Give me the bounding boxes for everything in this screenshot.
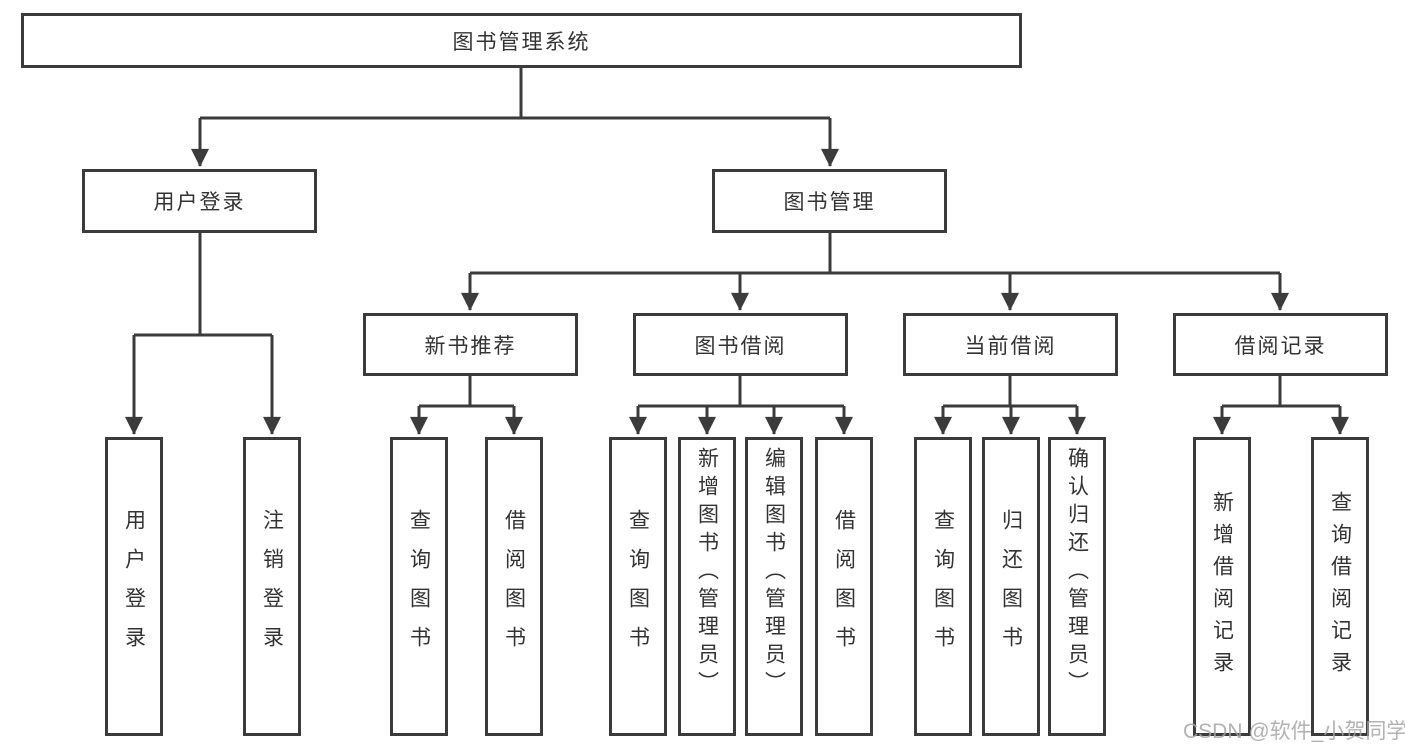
node-label: 查询借阅记录: [1328, 490, 1352, 683]
node-label: 注销登录: [260, 508, 284, 665]
node-label: 图书管理系统: [452, 30, 591, 54]
node-label: 确认归还（管理员）: [1065, 447, 1089, 699]
leaf-return-book: 归还图书: [982, 437, 1040, 736]
leaf-query-books: 查询图书: [390, 437, 448, 736]
leaf-logout: 注销登录: [243, 437, 301, 736]
node-label: 新书推荐: [424, 334, 517, 358]
node-label: 借阅图书: [832, 508, 856, 665]
leaf-user-login: 用户登录: [105, 437, 163, 736]
leaf-borrow-books: 借阅图书: [485, 437, 543, 736]
csdn-watermark: CSDN @软件_小贺同学: [1183, 720, 1405, 743]
node-new-book-recommend: 新书推荐: [363, 313, 578, 376]
node-label: 查询图书: [407, 508, 431, 665]
node-label: 查询图书: [931, 508, 955, 665]
leaf-borrow-books: 借阅图书: [815, 437, 873, 736]
node-current-borrow: 当前借阅: [903, 313, 1118, 376]
node-borrow-records: 借阅记录: [1173, 313, 1388, 376]
node-label: 归还图书: [999, 508, 1023, 665]
leaf-query-books: 查询图书: [914, 437, 972, 736]
node-label: 借阅图书: [502, 508, 526, 665]
leaf-confirm-return-admin: 确认归还（管理员）: [1048, 437, 1106, 736]
node-user-login: 用户登录: [82, 169, 317, 233]
leaf-query-books: 查询图书: [609, 437, 667, 736]
node-label: 借阅记录: [1234, 334, 1327, 358]
node-label: 新增借阅记录: [1210, 490, 1234, 683]
leaf-query-borrow-record: 查询借阅记录: [1311, 437, 1369, 736]
node-book-management: 图书管理: [712, 169, 947, 233]
node-label: 查询图书: [626, 508, 650, 665]
node-label: 用户登录: [122, 508, 146, 665]
leaf-add-book-admin: 新增图书（管理员）: [678, 437, 736, 736]
node-label: 图书借阅: [694, 334, 787, 358]
node-label: 新增图书（管理员）: [695, 447, 719, 699]
node-label: 当前借阅: [964, 334, 1057, 358]
root-node-library-management-system: 图书管理系统: [21, 13, 1022, 68]
node-label: 编辑图书（管理员）: [762, 447, 786, 699]
leaf-add-borrow-record: 新增借阅记录: [1193, 437, 1251, 736]
node-label: 用户登录: [153, 191, 246, 214]
node-book-borrow: 图书借阅: [633, 313, 848, 376]
node-label: 图书管理: [783, 191, 876, 214]
leaf-edit-book-admin: 编辑图书（管理员）: [745, 437, 803, 736]
